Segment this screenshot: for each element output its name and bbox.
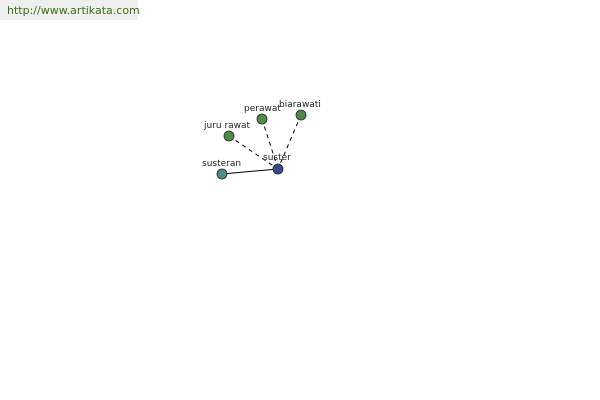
edge-susteran xyxy=(221,168,279,175)
edge-juru-rawat xyxy=(228,135,279,170)
node-dot-juru-rawat[interactable] xyxy=(223,130,235,142)
node-label-juru-rawat: juru rawat xyxy=(203,121,251,131)
node-juru-rawat[interactable]: juru rawat xyxy=(203,121,251,142)
node-perawat[interactable]: perawat xyxy=(244,104,281,125)
node-dot-susteran[interactable] xyxy=(216,168,228,180)
node-biarawati[interactable]: biarawati xyxy=(279,100,321,121)
node-label-susteran: susteran xyxy=(202,159,241,169)
graph-edges xyxy=(221,114,302,175)
source-bar: http://www.artikata.com xyxy=(0,0,140,20)
node-dot-perawat[interactable] xyxy=(256,113,268,125)
node-label-perawat: perawat xyxy=(244,104,281,114)
node-dot-suster[interactable] xyxy=(272,163,284,175)
node-label-biarawati: biarawati xyxy=(279,100,321,110)
edge-biarawati xyxy=(277,114,302,170)
node-susteran[interactable]: susteran xyxy=(202,159,241,180)
edge-perawat xyxy=(261,118,279,170)
source-link[interactable]: http://www.artikata.com xyxy=(7,4,140,17)
node-label-suster: suster xyxy=(263,153,291,163)
node-dot-biarawati[interactable] xyxy=(295,109,307,121)
node-suster[interactable]: suster xyxy=(263,153,291,175)
